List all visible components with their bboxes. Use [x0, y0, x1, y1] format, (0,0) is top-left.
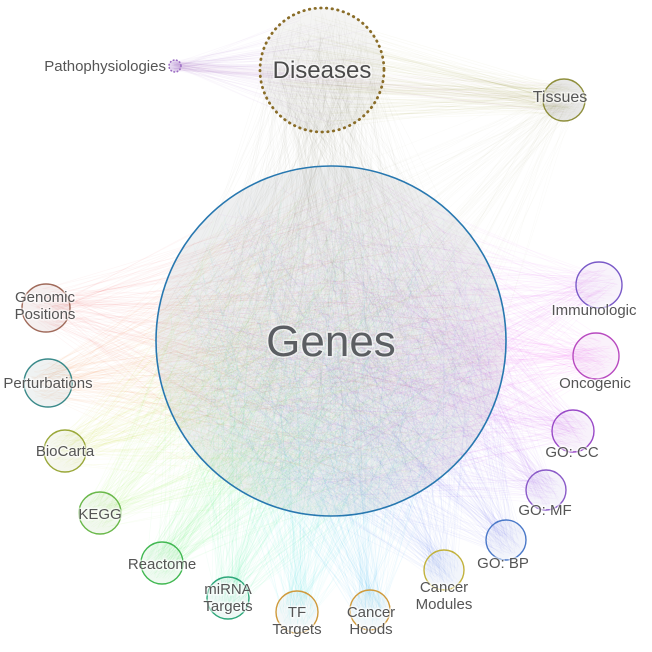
label-tissues: Tissues: [533, 89, 588, 106]
label-go-bp: GO: BP: [477, 555, 529, 572]
node-immunologic[interactable]: [575, 261, 623, 309]
edge-bundle-genes-go-cc: [172, 182, 590, 500]
edge-bundle-genes-go-bp: [175, 192, 522, 556]
node-cancer-hoods[interactable]: [349, 589, 391, 631]
node-go-cc[interactable]: [551, 409, 595, 453]
node-diseases[interactable]: [258, 6, 386, 134]
edge-bundle-genes-tf-targets: [172, 175, 501, 628]
label-perturbations: Perturbations: [3, 375, 92, 392]
edge-bundle-genes-go-mf: [171, 182, 563, 506]
label-diseases: Diseases: [273, 57, 372, 84]
edge-bundle-genes-cancer-hoods: [169, 184, 487, 626]
edge-bundle-diseases-tissues: [263, 15, 581, 128]
edge-bundle-genes-oncogenic: [167, 177, 615, 504]
node-oncogenic[interactable]: [572, 332, 620, 380]
edge-bundle-genes-immunologic: [174, 174, 618, 491]
label-biocarta: BioCarta: [36, 443, 95, 460]
node-mirna-targets[interactable]: [206, 576, 250, 620]
label-immunologic: Immunologic: [551, 302, 637, 319]
edge-bundle-genes-reactome: [144, 185, 496, 580]
node-kegg[interactable]: [78, 491, 122, 535]
node-cancer-modules[interactable]: [423, 549, 465, 591]
node-genomic-positions[interactable]: [21, 283, 71, 333]
edge-bundle-genes-biocarta: [48, 176, 487, 499]
edge-bundle-genes-kegg: [82, 174, 492, 530]
node-pathophysiologies[interactable]: [168, 59, 182, 73]
label-go-cc: GO: CC: [545, 444, 599, 461]
label-kegg: KEGG: [78, 506, 121, 523]
edge-bundle-genes-genomic-positions: [28, 176, 497, 500]
node-tissues[interactable]: [542, 78, 586, 122]
node-tf-targets[interactable]: [275, 590, 319, 634]
edge-bundle-genes-cancer-modules: [166, 180, 494, 586]
edge-bundle-diseases-pathophysiologies: [170, 13, 382, 126]
edge-bundle-genes-perturbations: [29, 172, 494, 500]
label-reactome: Reactome: [128, 556, 196, 573]
node-genes[interactable]: [155, 165, 507, 517]
edge-bundle-genes-mirna-targets: [162, 186, 500, 615]
label-go-mf: GO: MF: [518, 502, 571, 519]
label-oncogenic: Oncogenic: [559, 375, 631, 392]
node-reactome[interactable]: [140, 541, 184, 585]
node-go-mf[interactable]: [525, 469, 567, 511]
node-go-bp[interactable]: [485, 519, 527, 561]
node-biocarta[interactable]: [43, 429, 87, 473]
label-genes: Genes: [266, 317, 396, 366]
label-pathophysiologies: Pathophysiologies: [44, 58, 166, 75]
node-perturbations[interactable]: [23, 358, 73, 408]
edge-bundle-genes-genes: [163, 174, 498, 506]
